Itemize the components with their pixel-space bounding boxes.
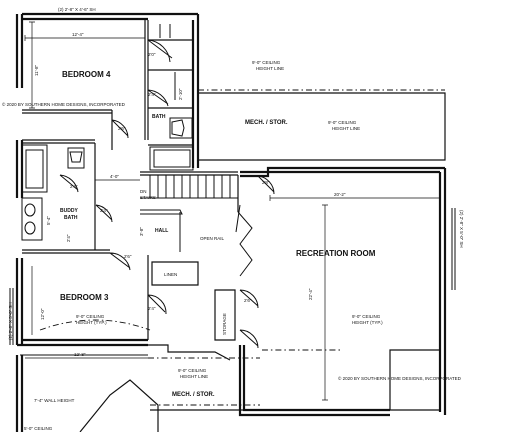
ceiling-typ-left-1: 9'-0" CEILING [76, 314, 105, 319]
ceiling-typ-right-1: 9'-0" CEILING [352, 314, 381, 319]
ceiling-typ-left-2: HEIGHT (TYP.) [76, 320, 107, 325]
door-dim-3: 2'6" [118, 126, 126, 131]
ceiling-note-upper-2: HEIGHT LINE [256, 66, 284, 71]
bedroom-4 [22, 20, 193, 150]
dimension-lines [9, 21, 456, 359]
ceiling-note-right-2: HEIGHT LINE [332, 126, 360, 131]
exterior-walls [15, 12, 200, 347]
dn-note: DN [140, 189, 147, 194]
window-right-dim: (2) 2'-8" X 5'-0" SH [459, 210, 464, 248]
open-rail-note: OPEN RAIL [200, 236, 225, 241]
bedroom-3 [39, 252, 167, 340]
ceiling-bottom-1: 9'-0" CEILING [178, 368, 207, 373]
ceiling-note-right-1: 9'-0" CEILING [328, 120, 357, 125]
hall-stairs [140, 171, 259, 349]
hall-label: HALL [155, 228, 168, 234]
mech-stor-upper-label: MECH. / STOR. [245, 120, 288, 126]
door-dim-9: 2'6" [244, 298, 252, 303]
ceiling-note-upper-1: 9'-0" CEILING [252, 60, 281, 65]
door-dim-6: 2'6" [124, 254, 132, 259]
buddy-bath [21, 139, 113, 254]
mech-stor-upper [198, 89, 446, 161]
rec-width-dim: 20'-2" [334, 192, 346, 197]
bedroom-3-label: BEDROOM 3 [60, 293, 109, 302]
bath-label: BATH [152, 114, 166, 120]
storage-label: STORAGE [222, 313, 227, 335]
wall-height-note: 7'-4" WALL HEIGHT [34, 398, 75, 403]
door-dim-4: 2'4" [70, 184, 78, 189]
closet-dim: 2'-10" [178, 88, 183, 100]
door-dim-8: 2'8" [262, 180, 270, 185]
linen-label: LINEN [164, 272, 177, 277]
bed3-width-dim: 12'-8" [74, 352, 86, 357]
copyright-right: © 2020 BY SOUTHERN HOME DESIGNS, INCORPO… [338, 375, 462, 381]
bedroom-4-label: BEDROOM 4 [62, 70, 111, 79]
recreation-room-label: RECREATION ROOM [296, 249, 376, 258]
ceiling-bottom-2: HEIGHT LINE [180, 374, 208, 379]
door-dim-2: 2'4" [148, 92, 156, 97]
rec-depth-dim: 22'-4" [308, 288, 313, 300]
stairs-note: STAIRS [140, 195, 156, 200]
door-dim-7: 2'4" [148, 306, 156, 311]
bed4-width-dim: 12'-4" [72, 32, 84, 37]
bed3-depth-dim: 12'-0" [40, 308, 45, 320]
hall-width-dim: 4'-0" [110, 174, 119, 179]
bed4-depth-dim: 11'-8" [34, 64, 39, 76]
ceiling-bottom-left: 5'-0" CEILING [24, 426, 53, 431]
bath-dim: 5'-4" [46, 216, 51, 225]
mech-stor-lower-label: MECH. / STOR. [172, 392, 215, 398]
ceiling-typ-right-2: HEIGHT (TYP.) [352, 320, 383, 325]
window-left-dim: (2) 2'-8" X 5'-0" SH [8, 302, 13, 340]
door-dim-5: 2'4" [100, 208, 108, 213]
door-dim-10: 2'4" [66, 234, 71, 242]
window-top-dim: (2) 2'-8" X 4'-6" SH [58, 7, 96, 12]
buddy-bath-label-1: BUDDY [60, 208, 78, 214]
hall-3-dim: 3'-8" [139, 227, 144, 236]
copyright-left: © 2020 BY SOUTHERN HOME DESIGNS, INCORPO… [2, 101, 126, 107]
lower-wing [15, 344, 260, 432]
door-dim-1: 2'0" [148, 52, 156, 57]
bath [148, 107, 194, 171]
buddy-bath-label-2: BATH [64, 215, 78, 221]
